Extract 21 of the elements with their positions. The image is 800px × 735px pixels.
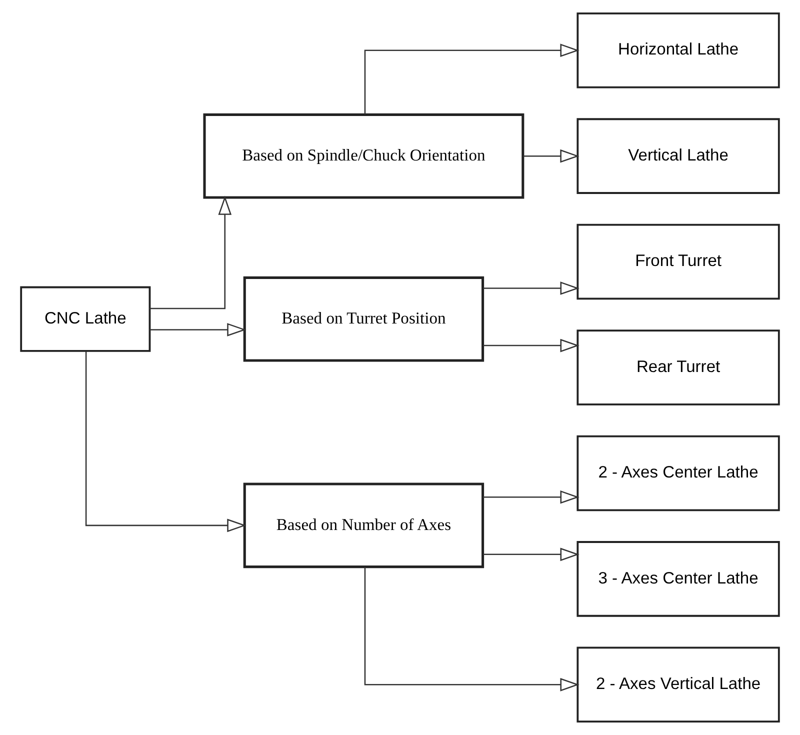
arrow — [483, 490, 580, 504]
node-box: Vertical Lathe — [576, 118, 780, 194]
node-box: Front Turret — [576, 224, 780, 300]
arrow — [483, 338, 580, 352]
arrow — [150, 196, 232, 310]
node-box: Based on Turret Position — [243, 276, 484, 362]
node-box: 2 - Axes Vertical Lathe — [576, 646, 780, 723]
arrow — [483, 282, 580, 295]
arrow — [150, 323, 246, 336]
arrow — [85, 351, 246, 532]
arrow — [483, 548, 580, 562]
node-box: Based on Spindle/Chuck Orientation — [203, 113, 524, 199]
node-box: Horizontal Lathe — [576, 12, 780, 88]
arrow — [364, 44, 580, 114]
node-box: CNC Lathe — [20, 286, 151, 352]
node-box: 2 - Axes Center Lathe — [576, 435, 780, 512]
node-box: Based on Number of Axes — [243, 482, 484, 568]
arrow — [523, 149, 580, 163]
node-box: Rear Turret — [576, 330, 780, 406]
arrow — [364, 566, 580, 692]
node-box: 3 - Axes Center Lathe — [576, 541, 780, 617]
